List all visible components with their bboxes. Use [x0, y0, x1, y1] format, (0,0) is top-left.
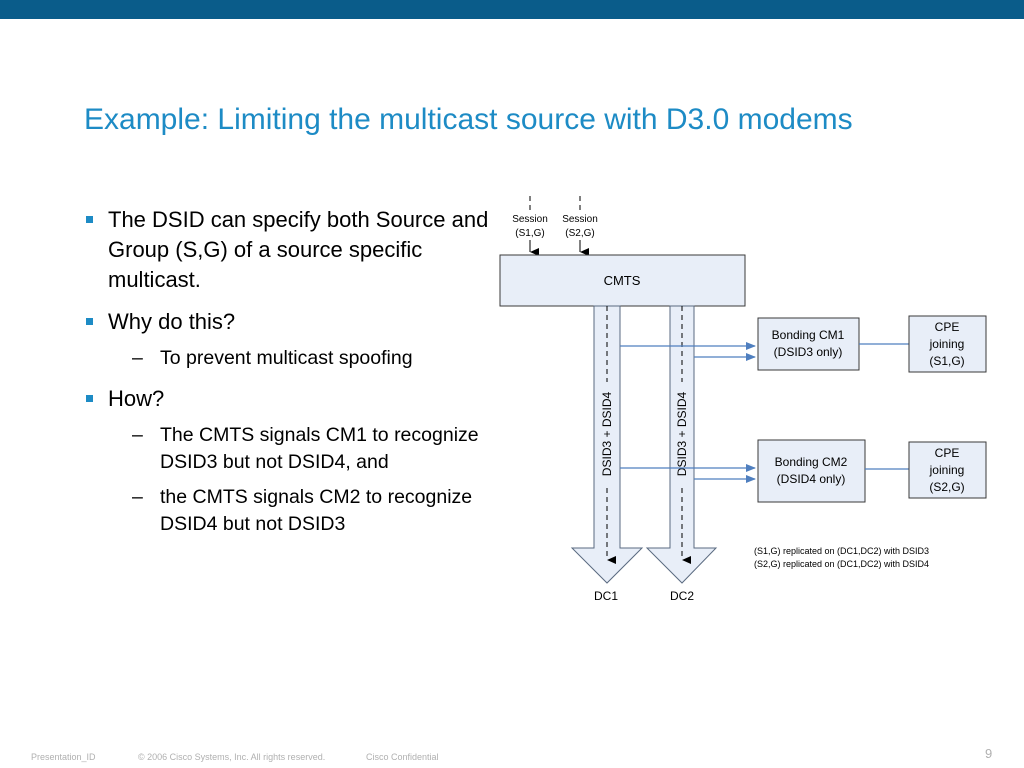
cpe2-group: (S2,G) [929, 480, 964, 494]
dc1-dsid-label: DSID3 + DSID4 [600, 391, 614, 476]
session-s2-value: (S2,G) [565, 228, 594, 239]
sub-bullet-text: The CMTS signals CM1 to recognize DSID3 … [160, 424, 479, 473]
top-banner [0, 0, 1024, 19]
cmts-box [499, 254, 746, 307]
cm1-box [757, 317, 860, 371]
dc2-dsid-label: DSID3 + DSID4 [675, 391, 689, 476]
cm2-name: Bonding CM2 [775, 455, 848, 469]
bullet-text: The DSID can specify both Source and Gro… [108, 207, 489, 292]
cm2-dsid: (DSID4 only) [777, 472, 846, 486]
page-number: 9 [985, 746, 993, 761]
bullet-item: Why do this? [84, 307, 494, 337]
dc2-label: DC2 [670, 589, 694, 603]
sub-bullet-item: – the CMTS signals CM2 to recognize DSID… [84, 484, 494, 538]
replication-note-1: (S1,G) replicated on (DC1,DC2) with DSID… [754, 546, 929, 556]
cm1-name: Bonding CM1 [772, 328, 845, 342]
bullet-item: The DSID can specify both Source and Gro… [84, 205, 494, 295]
footer-copyright: © 2006 Cisco Systems, Inc. All rights re… [138, 752, 326, 762]
cmts-label: CMTS [604, 273, 641, 288]
bullet-list: The DSID can specify both Source and Gro… [84, 205, 494, 550]
bullet-text: Why do this? [108, 309, 236, 334]
bullet-square-icon [86, 318, 93, 325]
bullet-text: How? [108, 386, 165, 411]
slide-title: Example: Limiting the multicast source w… [84, 103, 853, 136]
cpe2-box [908, 441, 987, 499]
footer-confidential: Cisco Confidential [366, 752, 439, 762]
cm2-box [757, 439, 866, 503]
sub-bullet-text: To prevent multicast spoofing [160, 347, 413, 369]
cpe2-action: joining [929, 463, 965, 477]
sub-bullet-item: – The CMTS signals CM1 to recognize DSID… [84, 422, 494, 476]
bullet-item: How? [84, 384, 494, 414]
dash-icon: – [132, 486, 143, 508]
cpe1-action: joining [929, 337, 965, 351]
dc1-label: DC1 [594, 589, 618, 603]
session-s1-value: (S1,G) [515, 228, 544, 239]
sub-bullet-text: the CMTS signals CM2 to recognize DSID4 … [160, 486, 473, 535]
replication-note-2: (S2,G) replicated on (DC1,DC2) with DSID… [754, 559, 929, 569]
cpe1-group: (S1,G) [929, 354, 964, 368]
dash-icon: – [132, 424, 143, 446]
bullet-square-icon [86, 395, 93, 402]
bullet-square-icon [86, 216, 93, 223]
cpe1-label: CPE [935, 320, 960, 334]
cm1-dsid: (DSID3 only) [774, 345, 843, 359]
sub-bullet-item: – To prevent multicast spoofing [84, 345, 494, 372]
cpe2-label: CPE [935, 446, 960, 460]
session-s2-label: Session [562, 214, 598, 225]
session-s1-label: Session [512, 214, 548, 225]
footer-presentation-id: Presentation_ID [31, 752, 96, 762]
dash-icon: – [132, 347, 143, 369]
cpe1-box [908, 315, 987, 373]
